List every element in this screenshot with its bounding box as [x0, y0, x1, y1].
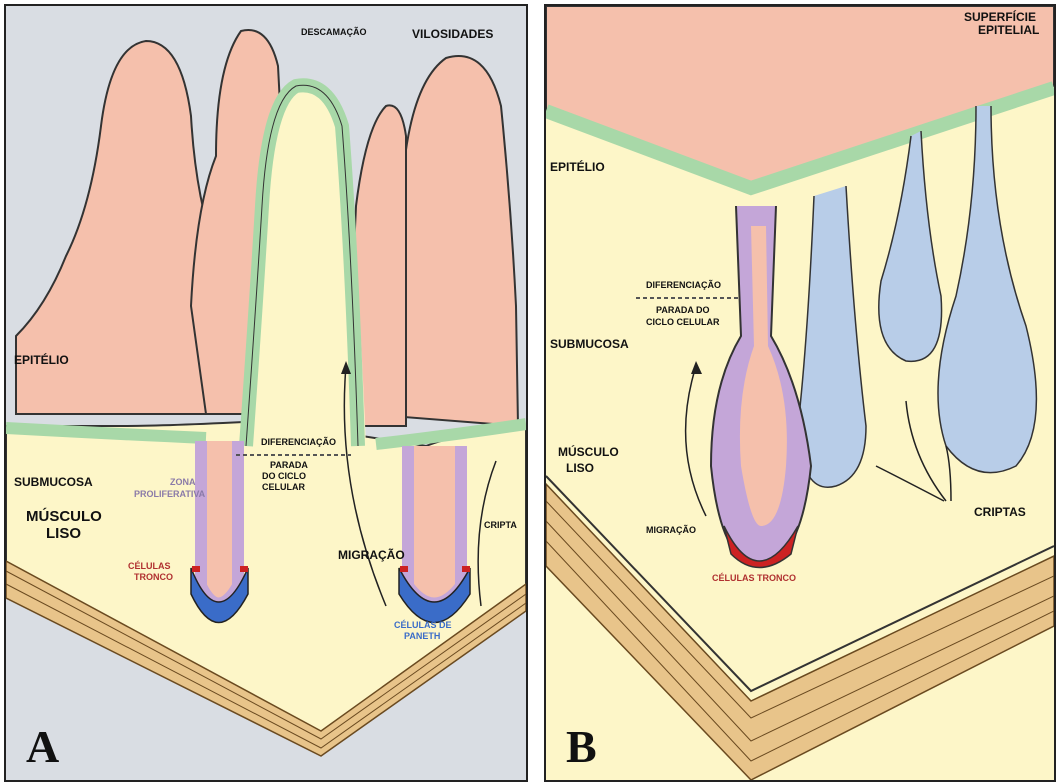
crypt-left: [201, 441, 238, 604]
label-liso-b: LISO: [566, 462, 594, 474]
panel-a: DESCAMAÇÃO VILOSIDADES EPITÉLIO SUBMUCOS…: [4, 4, 528, 782]
label-diferenciacao-b: DIFERENCIAÇÃO: [646, 281, 721, 290]
label-descamacao: DESCAMAÇÃO: [301, 28, 367, 37]
stem-cell-right-2: [462, 566, 470, 572]
label-celulas-a: CÉLULAS: [128, 562, 171, 571]
label-parada-a: PARADA: [270, 461, 308, 470]
label-do-ciclo-a: DO CICLO: [262, 472, 306, 481]
stem-cell-left: [192, 566, 200, 572]
panel-letter-a: A: [26, 724, 59, 770]
stem-cell-right: [400, 566, 408, 572]
label-liso-a: LISO: [46, 526, 81, 541]
crypt-right: [408, 446, 461, 604]
intestine-diagram-a: [6, 6, 526, 780]
label-criptas: CRIPTAS: [974, 506, 1026, 518]
label-superficie: SUPERFÍCIE: [964, 11, 1036, 23]
label-migracao-b: MIGRAÇÃO: [646, 526, 696, 535]
label-diferenciacao-a: DIFERENCIAÇÃO: [261, 438, 336, 447]
label-epitelio-a: EPITÉLIO: [14, 354, 69, 366]
label-paneth: PANETH: [404, 632, 440, 641]
label-celulas-de: CÉLULAS DE: [394, 621, 452, 630]
label-proliferativa: PROLIFERATIVA: [134, 490, 205, 499]
label-celular-a: CELULAR: [262, 483, 305, 492]
label-migracao-a: MIGRAÇÃO: [338, 549, 405, 561]
stem-cell-left-2: [240, 566, 248, 572]
panel-letter-b: B: [566, 724, 597, 770]
label-celulas-tronco-b: CÉLULAS TRONCO: [712, 574, 796, 583]
label-musculo-b: MÚSCULO: [558, 446, 619, 458]
label-cripta: CRIPTA: [484, 521, 517, 530]
label-submucosa-b: SUBMUCOSA: [550, 338, 629, 350]
label-musculo-a: MÚSCULO: [26, 509, 102, 524]
label-vilosidades: VILOSIDADES: [412, 28, 493, 40]
label-zona: ZONA: [170, 478, 196, 487]
label-tronco-a: TRONCO: [134, 573, 173, 582]
label-parada-do: PARADA DO: [656, 306, 710, 315]
label-epitelial: EPITELIAL: [978, 24, 1039, 36]
intestine-diagram-b: [546, 6, 1054, 780]
label-submucosa-a: SUBMUCOSA: [14, 476, 93, 488]
panel-b: SUPERFÍCIE EPITELIAL EPITÉLIO DIFERENCIA…: [544, 4, 1056, 782]
label-epitelio-b: EPITÉLIO: [550, 161, 605, 173]
label-ciclo-celular: CICLO CELULAR: [646, 318, 720, 327]
